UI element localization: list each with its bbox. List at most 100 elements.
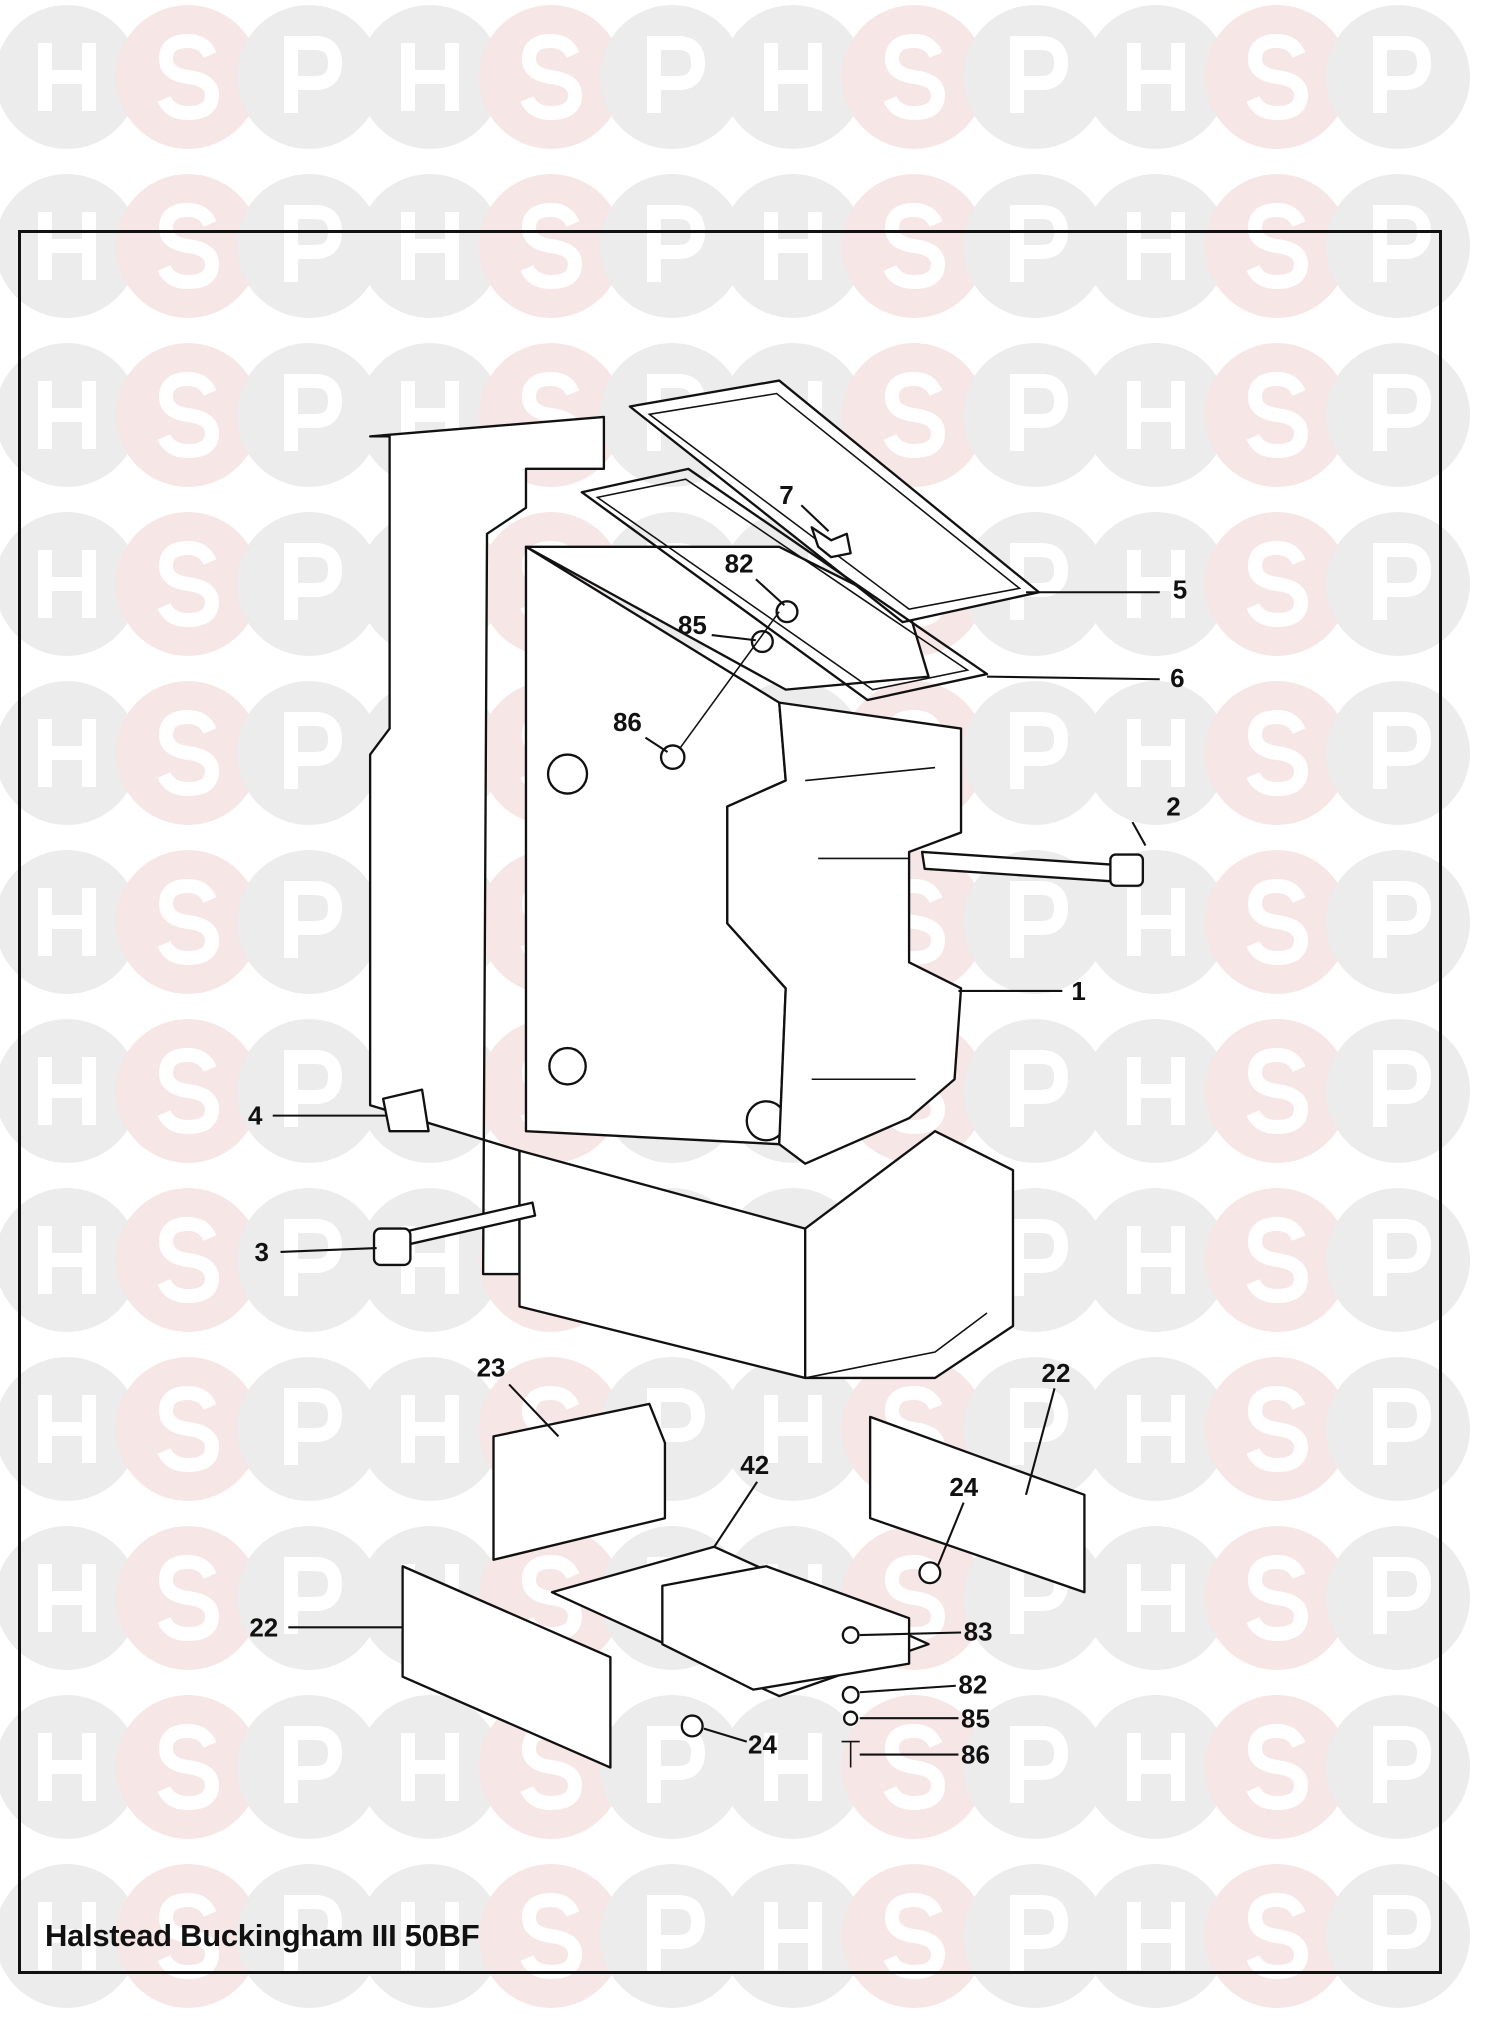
- watermark-h-circle: [358, 5, 502, 149]
- watermark-h-circle: [0, 1357, 139, 1501]
- watermark-h-circle: [0, 174, 139, 318]
- watermark-p-circle: [1326, 512, 1470, 656]
- watermark-s-circle: [1205, 1526, 1349, 1670]
- watermark-p-circle: [1326, 1695, 1470, 1839]
- watermark-s-circle: [116, 681, 260, 825]
- watermark-p-circle: [237, 1019, 381, 1163]
- diagram-title: Halstead Buckingham III 50BF: [45, 1918, 480, 1953]
- watermark-p-circle: [237, 343, 381, 487]
- callout-24: 24: [748, 1729, 777, 1759]
- watermark-s-circle: [116, 1695, 260, 1839]
- watermark-h-circle: [1084, 1357, 1228, 1501]
- watermark-h-circle: [0, 1019, 139, 1163]
- callout-5: 5: [1173, 575, 1187, 605]
- diagram-frame: [18, 230, 1442, 1974]
- watermark-s-circle: [116, 343, 260, 487]
- watermark-s-circle: [116, 5, 260, 149]
- boiler-casing: [368, 415, 930, 1276]
- watermark-h-circle: [1084, 1695, 1228, 1839]
- callout-23: 23: [477, 1353, 506, 1383]
- watermark-h-circle: [0, 681, 139, 825]
- watermark-s-circle: [1205, 343, 1349, 487]
- watermark-h-circle: [0, 1526, 139, 1670]
- callout-82: 82: [958, 1670, 987, 1700]
- watermark-p-circle: [963, 512, 1107, 656]
- callout-24: 24: [949, 1472, 978, 1502]
- watermark-s-circle: [116, 1526, 260, 1670]
- callout-85: 85: [678, 610, 707, 640]
- watermark-h-circle: [721, 1357, 865, 1501]
- watermark-h-circle: [721, 5, 865, 149]
- watermark-h-circle: [1084, 1188, 1228, 1332]
- watermark-p-circle: [1326, 1188, 1470, 1332]
- watermark-h-circle: [1084, 343, 1228, 487]
- watermark-s-circle: [1205, 681, 1349, 825]
- watermark-h-circle: [0, 512, 139, 656]
- watermark-h-circle: [0, 1188, 139, 1332]
- watermark-h-circle: [1084, 1526, 1228, 1670]
- watermark-h-circle: [358, 1695, 502, 1839]
- leader-lines: [272, 504, 1160, 1756]
- callout-1: 1: [1071, 976, 1085, 1006]
- callout-6: 6: [1170, 663, 1184, 693]
- watermark-s-circle: [1205, 850, 1349, 994]
- watermark-p-circle: [237, 5, 381, 149]
- watermark-p-circle: [237, 1526, 381, 1670]
- watermark-h-circle: [0, 1695, 139, 1839]
- watermark-h-circle: [1084, 681, 1228, 825]
- watermark-s-circle: [479, 5, 623, 149]
- watermark-s-circle: [116, 512, 260, 656]
- callout-7: 7: [779, 480, 793, 510]
- watermark-s-circle: [842, 1695, 986, 1839]
- watermark-h-circle: [721, 174, 865, 318]
- watermark-s-circle: [1205, 512, 1349, 656]
- watermark-p-circle: [600, 1695, 744, 1839]
- watermark-s-circle: [1205, 1695, 1349, 1839]
- watermark-p-circle: [1326, 681, 1470, 825]
- watermark-p-circle: [1326, 1526, 1470, 1670]
- callout-83: 83: [964, 1616, 993, 1646]
- callout-4: 4: [248, 1101, 263, 1131]
- watermark-p-circle: [1326, 5, 1470, 149]
- watermark-s-circle: [842, 5, 986, 149]
- watermark-s-circle: [842, 343, 986, 487]
- stud-86: [674, 611, 780, 756]
- watermark-h-circle: [1084, 174, 1228, 318]
- watermark-p-circle: [963, 5, 1107, 149]
- watermark-s-circle: [116, 1188, 260, 1332]
- watermark-p-circle: [963, 343, 1107, 487]
- callout-82: 82: [725, 549, 754, 579]
- panel-22-left: [401, 1565, 612, 1769]
- watermark-p-circle: [237, 850, 381, 994]
- callout-86: 86: [961, 1740, 990, 1770]
- heat-exchanger: [726, 701, 963, 1165]
- watermark-p-circle: [963, 1695, 1107, 1839]
- watermark-p-circle: [1326, 343, 1470, 487]
- watermark-s-circle: [116, 850, 260, 994]
- watermark-p-circle: [237, 681, 381, 825]
- watermark-s-circle: [116, 174, 260, 318]
- watermark-s-circle: [116, 1357, 260, 1501]
- watermark-s-circle: [1205, 1019, 1349, 1163]
- base-tray: [518, 1130, 1015, 1380]
- rod-2: [920, 850, 1121, 884]
- watermark-p-circle: [963, 681, 1107, 825]
- gasket-6: [580, 467, 989, 702]
- callout-22: 22: [1042, 1358, 1071, 1388]
- watermark-h-circle: [358, 1357, 502, 1501]
- callout-85: 85: [961, 1703, 990, 1733]
- watermark-p-circle: [237, 1357, 381, 1501]
- watermark-s-circle: [1205, 1188, 1349, 1332]
- watermark-p-circle: [237, 1695, 381, 1839]
- watermark-p-circle: [1326, 1357, 1470, 1501]
- watermark-h-circle: [1084, 1019, 1228, 1163]
- watermark-h-circle: [358, 174, 502, 318]
- watermark-s-circle: [842, 174, 986, 318]
- callout-2: 2: [1166, 792, 1180, 822]
- watermark-h-circle: [1084, 512, 1228, 656]
- watermark-s-circle: [1205, 5, 1349, 149]
- callout-42: 42: [740, 1450, 769, 1480]
- panel-22-right: [868, 1415, 1086, 1594]
- watermark-h-circle: [0, 850, 139, 994]
